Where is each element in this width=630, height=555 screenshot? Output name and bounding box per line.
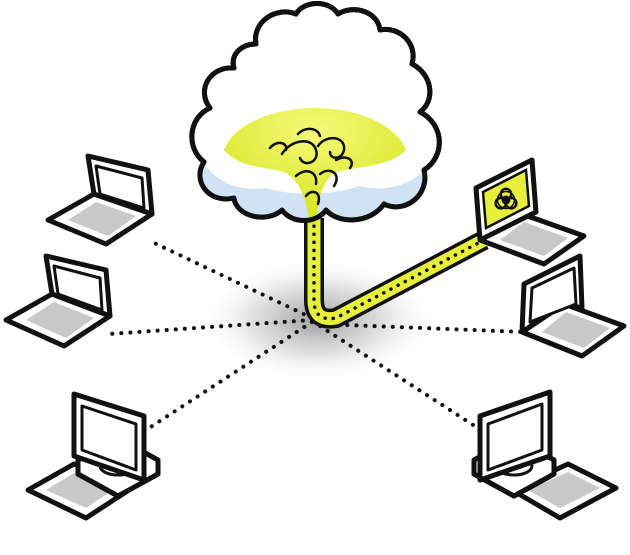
laptop-top-left (45, 153, 155, 247)
biohazard-icon (494, 187, 518, 210)
laptop-mid-right (519, 253, 627, 359)
desktop-bottom-right (471, 389, 619, 521)
link-desktop-bottom-left (144, 320, 314, 432)
infection-slime (224, 108, 406, 224)
dotted-links (106, 238, 526, 434)
link-laptop-mid-right (318, 322, 526, 334)
infected-pipe (304, 216, 489, 329)
laptop-infected (473, 157, 587, 267)
laptop-mid-left (3, 253, 113, 349)
malware-swirl (268, 127, 353, 206)
cloud-icon (189, 1, 442, 224)
link-laptop-top-left (146, 238, 314, 320)
link-desktop-bottom-right (318, 324, 486, 434)
desktop-bottom-left (25, 391, 161, 521)
